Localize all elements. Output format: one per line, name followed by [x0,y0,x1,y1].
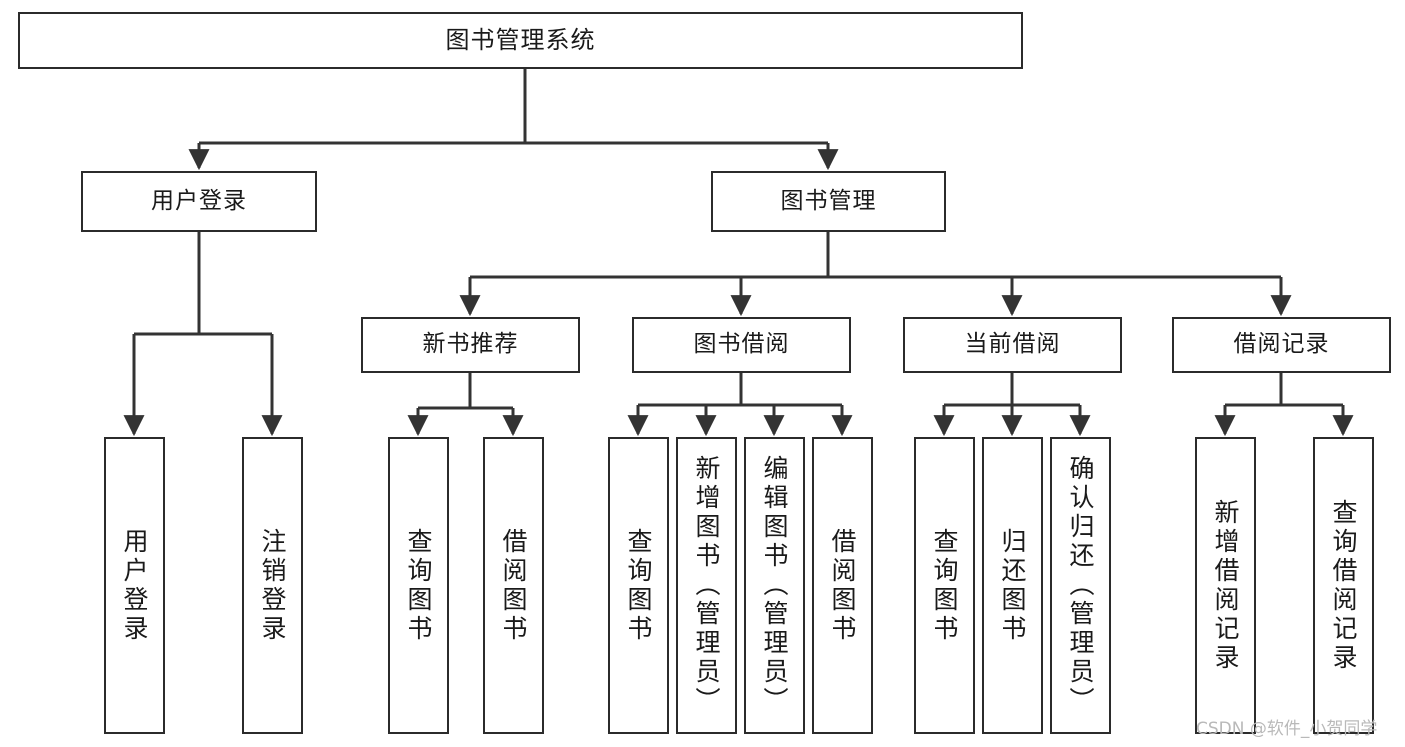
node-book-borrowing[interactable]: 图书借阅 [632,317,851,373]
node-label: 归还图书 [998,527,1027,644]
node-book-management[interactable]: 图书管理 [711,171,946,232]
node-label: 查询借阅记录 [1329,498,1358,673]
node-label: 借阅图书 [499,527,528,644]
node-new-book-recommendation[interactable]: 新书推荐 [361,317,580,373]
node-label: 图书借阅 [693,331,790,358]
node-label: 用户登录 [120,527,149,644]
node-label: 借阅图书 [828,527,857,644]
node-leaf-add-book-admin[interactable]: 新增图书（管理员） [676,437,737,734]
node-label: 新书推荐 [422,331,519,358]
node-label: 查询图书 [624,527,653,644]
csdn-watermark: CSDN @软件_小贺同学 [1196,719,1378,739]
node-leaf-user-logout[interactable]: 注销登录 [242,437,303,734]
node-leaf-confirm-return-admin[interactable]: 确认归还（管理员） [1050,437,1111,734]
node-leaf-query-book-3[interactable]: 查询图书 [914,437,975,734]
node-label: 查询图书 [930,527,959,644]
node-label: 查询图书 [404,527,433,644]
node-leaf-add-borrow-record[interactable]: 新增借阅记录 [1195,437,1256,734]
node-label: 注销登录 [258,527,287,644]
node-leaf-query-borrow-record[interactable]: 查询借阅记录 [1313,437,1374,734]
node-leaf-query-book-2[interactable]: 查询图书 [608,437,669,734]
node-borrowing-records[interactable]: 借阅记录 [1172,317,1391,373]
node-leaf-user-login[interactable]: 用户登录 [104,437,165,734]
node-label: 图书管理系统 [445,26,596,55]
node-leaf-borrow-book-1[interactable]: 借阅图书 [483,437,544,734]
node-label: 新增图书（管理员） [692,455,721,716]
node-leaf-query-book-1[interactable]: 查询图书 [388,437,449,734]
node-leaf-borrow-book-2[interactable]: 借阅图书 [812,437,873,734]
node-label: 新增借阅记录 [1211,498,1240,673]
node-label: 确认归还（管理员） [1066,455,1095,716]
node-label: 当前借阅 [964,331,1061,358]
node-label: 图书管理 [780,187,877,214]
node-leaf-return-book[interactable]: 归还图书 [982,437,1043,734]
node-user-login[interactable]: 用户登录 [81,171,317,232]
node-label: 借阅记录 [1233,331,1330,358]
node-label: 编辑图书（管理员） [760,455,789,716]
node-label: 用户登录 [151,187,247,214]
node-book-management-system[interactable]: 图书管理系统 [18,12,1023,69]
node-current-borrowing[interactable]: 当前借阅 [903,317,1122,373]
node-leaf-edit-book-admin[interactable]: 编辑图书（管理员） [744,437,805,734]
